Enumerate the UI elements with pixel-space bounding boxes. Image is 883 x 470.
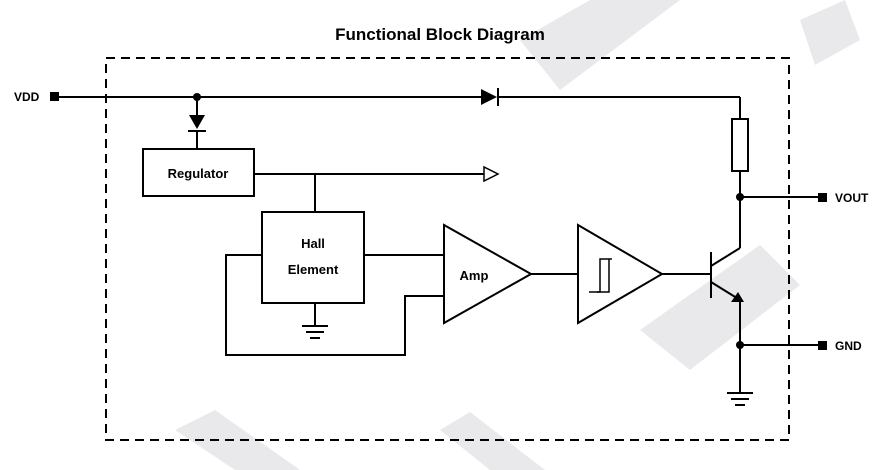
schmitt-trigger-block xyxy=(577,223,664,325)
internal-supply-arrow-icon xyxy=(483,165,500,183)
feedback-loop-wire xyxy=(225,254,444,356)
amp-block xyxy=(443,223,534,325)
hysteresis-icon xyxy=(589,258,612,293)
hall-ground-icon xyxy=(302,325,328,339)
amp-label: Amp xyxy=(460,268,489,283)
vout-pin-square xyxy=(818,193,827,202)
regulator-diode-icon xyxy=(188,115,206,132)
gnd-pin-label: GND xyxy=(835,339,862,353)
hall-element-block xyxy=(261,211,365,304)
npn-transistor-icon xyxy=(710,247,744,302)
regulator-block xyxy=(142,148,255,197)
vout-pin-label: VOUT xyxy=(835,191,869,205)
gnd-pin-square xyxy=(818,341,827,350)
regulator-label: Regulator xyxy=(168,166,229,181)
diagram-title: Functional Block Diagram xyxy=(335,25,545,44)
hall-label-line1: Hall xyxy=(301,236,325,251)
watermark xyxy=(175,0,860,470)
output-ground-icon xyxy=(727,392,753,406)
chip-boundary xyxy=(105,57,790,441)
vdd-diode-icon xyxy=(481,88,499,106)
vdd-pin-label: VDD xyxy=(14,90,40,104)
hall-label-line2: Element xyxy=(288,262,339,277)
pull-up-resistor-icon xyxy=(731,118,749,172)
vdd-pin-square xyxy=(50,92,59,101)
